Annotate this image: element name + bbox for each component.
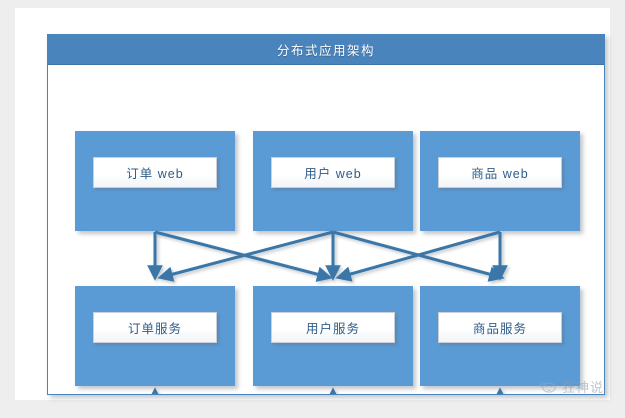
diagram-title: 分布式应用架构 — [276, 44, 375, 58]
watermark-text: 狂神说 — [561, 380, 604, 395]
node-label-user-service: 用户服务 — [270, 312, 396, 343]
node-label-product-web: 商品 web — [437, 157, 563, 188]
connector-user-web-to-product-service — [332, 230, 505, 282]
connector-product-web-to-user-service — [335, 230, 501, 282]
node-product-service[interactable]: 商品服务 — [420, 286, 580, 386]
diagram-title-bar: 分布式应用架构 — [48, 35, 604, 65]
connector-user-web-to-order-service — [157, 230, 334, 282]
node-label-order-service: 订单服务 — [92, 312, 218, 343]
ghost-icon — [539, 381, 556, 393]
page-card: 分布式应用架构 订单 web 用户 web 商品 web 订单服务 用户服务 商… — [15, 8, 610, 400]
node-user-web[interactable]: 用户 web — [253, 131, 413, 231]
diagram-canvas: 订单 web 用户 web 商品 web 订单服务 用户服务 商品服务 — [48, 65, 604, 394]
diagram-frame: 分布式应用架构 订单 web 用户 web 商品 web 订单服务 用户服务 商… — [47, 34, 605, 395]
connector-order-web-to-user-service — [154, 230, 333, 282]
node-label-order-web: 订单 web — [92, 157, 218, 188]
node-order-service[interactable]: 订单服务 — [75, 286, 235, 386]
node-label-user-web: 用户 web — [270, 157, 396, 188]
node-user-service[interactable]: 用户服务 — [253, 286, 413, 386]
watermark: 狂神说 — [538, 377, 604, 396]
node-label-product-service: 商品服务 — [437, 312, 563, 343]
node-product-web[interactable]: 商品 web — [420, 131, 580, 231]
node-order-web[interactable]: 订单 web — [75, 131, 235, 231]
